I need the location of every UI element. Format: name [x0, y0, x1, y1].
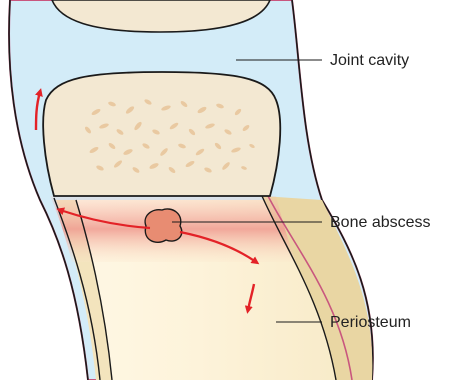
bone-abscess: [145, 209, 182, 242]
label-periosteum: Periosteum: [330, 314, 411, 331]
label-bone-abscess: Bone abscess: [330, 214, 431, 231]
epiphysis: [43, 72, 280, 196]
label-joint-cavity: Joint cavity: [330, 52, 409, 69]
